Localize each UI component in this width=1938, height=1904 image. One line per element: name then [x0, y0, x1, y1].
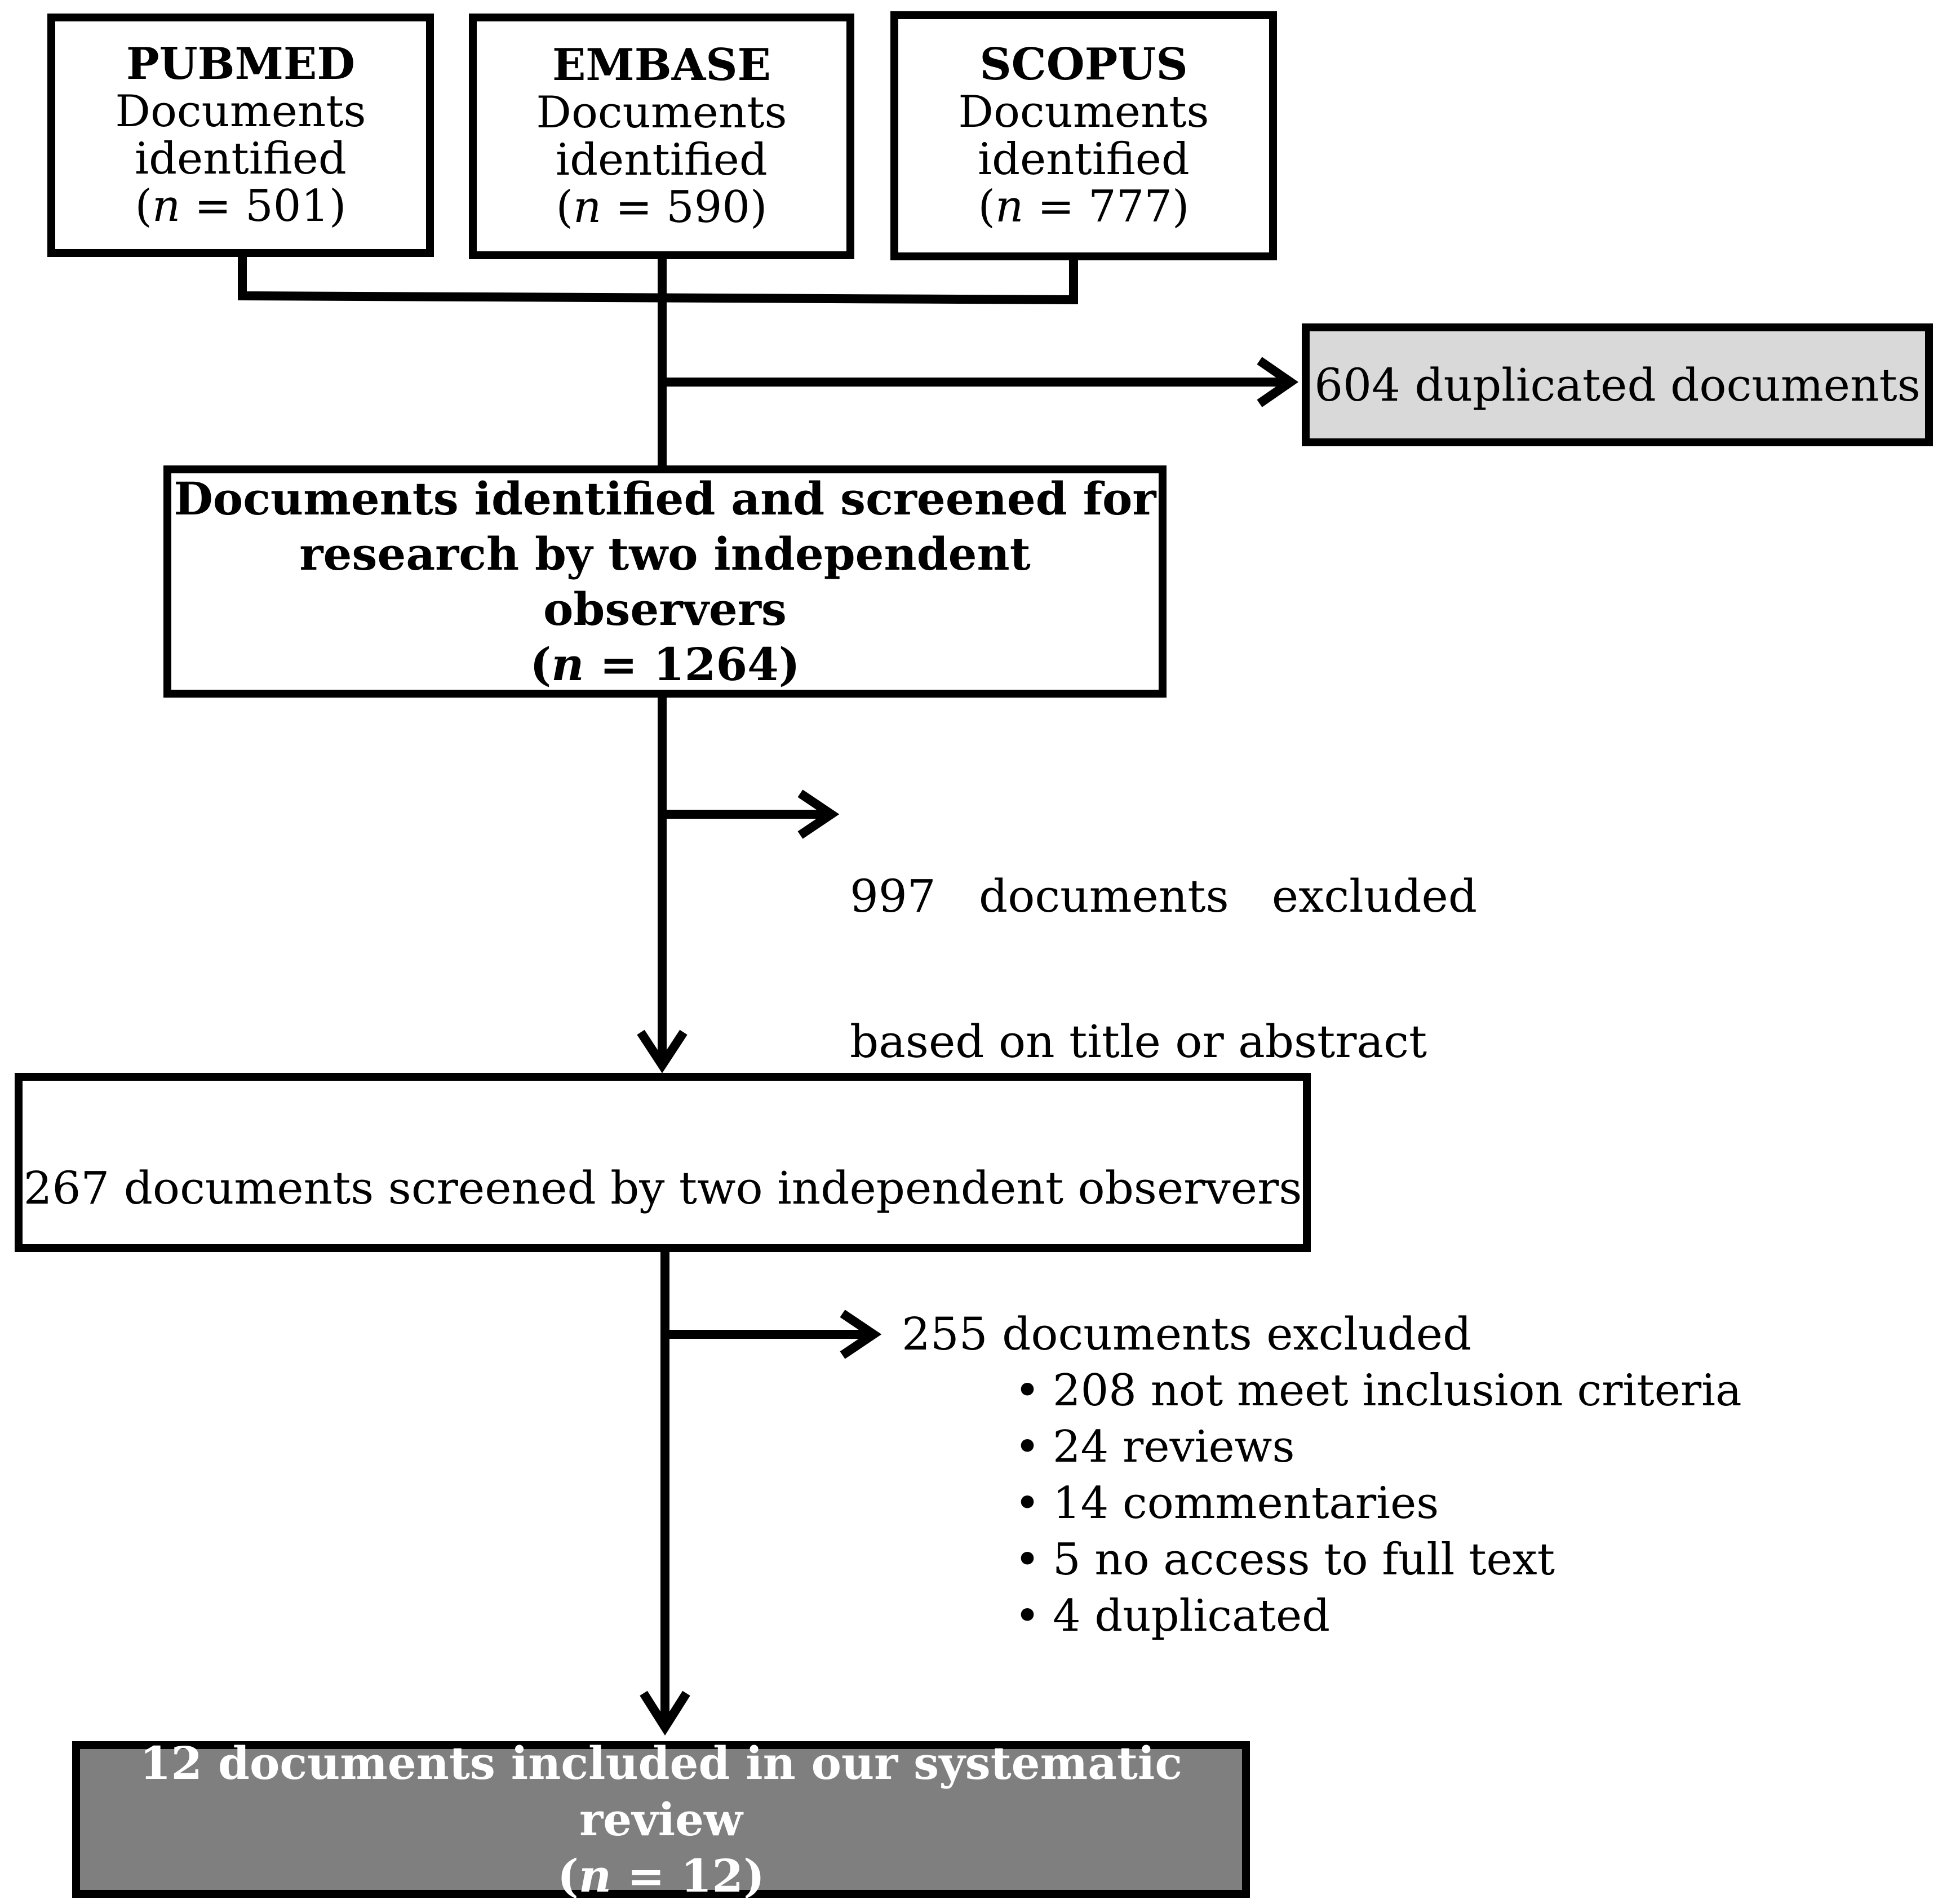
included-box: 12 documents included in our systematic …: [72, 1737, 1250, 1902]
fulltext-arrowhead: [637, 1029, 688, 1073]
duplicates-text: 604 duplicated documents: [1314, 358, 1921, 411]
included-count: (n = 12): [557, 1849, 765, 1902]
duplicates-arrowhead: [1257, 357, 1299, 407]
source-line2: identified: [556, 135, 768, 185]
exclusion-reason: 208 not meet inclusion criteria: [1014, 1362, 1742, 1419]
exclusion-reason: 4 duplicated: [1014, 1588, 1742, 1644]
screening-count: (n = 1264): [530, 638, 800, 691]
included-arrowhead: [640, 1690, 690, 1736]
source-count: (n = 777): [978, 181, 1190, 232]
source-line1: Documents: [115, 86, 366, 137]
scopus-box: SCOPUS Documents identified (n = 777): [890, 11, 1277, 260]
exclusion-reasons-list: 208 not meet inclusion criteria 24 revie…: [1014, 1362, 1742, 1644]
source-name: SCOPUS: [979, 39, 1188, 90]
source-line2: identified: [135, 134, 347, 184]
fulltext-exclusion-arrowhead: [840, 1310, 882, 1359]
source-line1: Documents: [958, 87, 1209, 137]
source-name: EMBASE: [552, 39, 771, 91]
exclusion-reason: 14 commentaries: [1014, 1475, 1742, 1532]
exclusion-reason: 24 reviews: [1014, 1419, 1742, 1475]
source-line1: Documents: [536, 87, 787, 138]
source-name: PUBMED: [126, 38, 356, 90]
title-exclusion-label: 997 documents excluded based on title or…: [850, 775, 1477, 1115]
fulltext-box: 267 documents screened by two independen…: [15, 1073, 1311, 1252]
embase-box: EMBASE Documents identified (n = 590): [469, 14, 854, 259]
screening-box: Documents identified and screened for re…: [163, 465, 1167, 698]
fulltext-exclusion-heading: 255 documents excluded: [902, 1308, 1472, 1360]
screening-line1: Documents identified and screened for: [174, 472, 1156, 525]
fulltext-text: 267 documents screened by two independen…: [23, 1161, 1302, 1214]
screening-line2: research by two independent observers: [299, 527, 1031, 636]
source-count: (n = 590): [556, 182, 768, 233]
source-count: (n = 501): [135, 181, 347, 232]
title-exclusion-arrowhead: [797, 789, 840, 839]
pubmed-box: PUBMED Documents identified (n = 501): [47, 14, 434, 257]
exclusion-reason: 5 no access to full text: [1014, 1532, 1742, 1588]
included-line1: 12 documents included in our systematic …: [139, 1737, 1183, 1846]
title-exclusion-line2: based on title or abstract: [850, 1015, 1427, 1068]
source-line2: identified: [978, 134, 1190, 185]
duplicates-box: 604 duplicated documents: [1302, 323, 1933, 446]
fulltext-exclusion-label: 255 documents excluded 208 not meet incl…: [902, 1306, 1742, 1644]
title-exclusion-line1: 997 documents excluded: [850, 870, 1478, 922]
